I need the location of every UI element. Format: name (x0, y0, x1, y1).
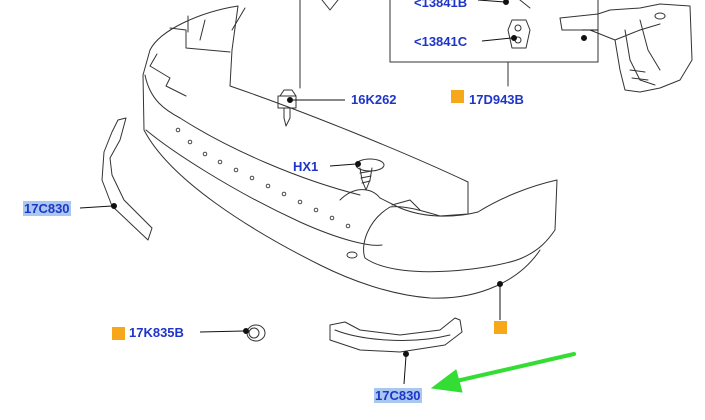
clip-13841c (507, 19, 531, 49)
label-hx1[interactable]: HX1 (293, 159, 319, 174)
left-trim-strip (101, 117, 153, 241)
bottom-trim-strip (329, 317, 463, 353)
marker-17k835b (112, 327, 125, 340)
fastener-16k262 (277, 95, 297, 127)
marker-17d943b (451, 90, 464, 103)
marker-unlabeled (494, 321, 507, 334)
label-17c830-left[interactable]: 17C830 (23, 201, 71, 216)
label-16k262[interactable]: 16K262 (351, 92, 397, 107)
label-17d943b[interactable]: 17D943B (469, 92, 524, 107)
cap-part (246, 324, 266, 342)
mounting-bracket (559, 3, 693, 93)
label-13841b[interactable]: <13841B (414, 0, 468, 10)
label-17k835b[interactable]: 17K835B (129, 325, 184, 340)
label-17c830-bottom[interactable]: 17C830 (374, 388, 422, 403)
green-arrow (430, 352, 576, 393)
bumper-cover (149, 5, 558, 273)
label-13841c[interactable]: <13841C (414, 34, 468, 49)
